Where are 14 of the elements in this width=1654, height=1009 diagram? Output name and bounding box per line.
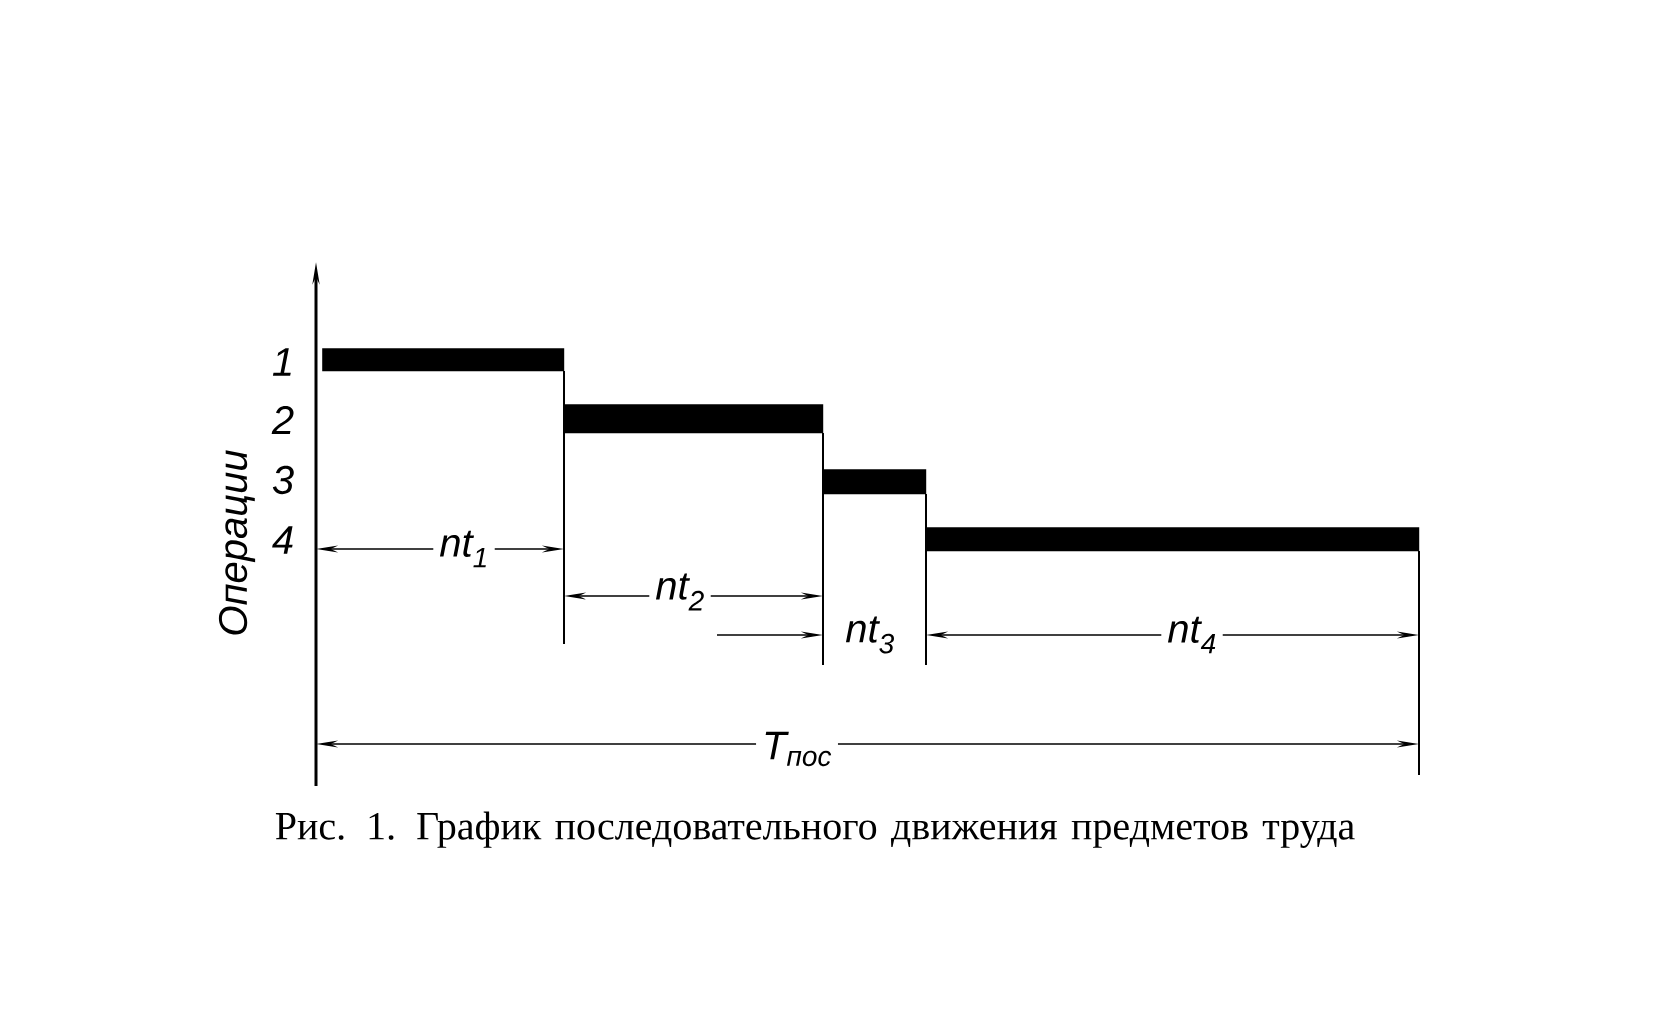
operation-bar xyxy=(926,527,1420,552)
dimension-label: nt$_{3}$ xyxy=(839,610,901,660)
dimension-label: nt$_{2}$ xyxy=(649,567,711,617)
axis-title: Операции xyxy=(218,450,256,635)
dimension-label: nt$_{4}$ xyxy=(1161,610,1223,660)
tick-label: 2 xyxy=(271,406,294,434)
dimension-label: T$_{пос}$ xyxy=(756,725,838,773)
tick-label: 3 xyxy=(272,465,294,495)
operation-bar xyxy=(564,404,824,434)
operation-bar xyxy=(823,469,927,495)
operation-bar xyxy=(322,348,565,372)
caption: Рис. 1. График последовательного движения предметов труда xyxy=(275,811,1355,848)
dimension-label: nt$_{1}$ xyxy=(433,524,495,574)
tick-label: 4 xyxy=(272,526,293,554)
